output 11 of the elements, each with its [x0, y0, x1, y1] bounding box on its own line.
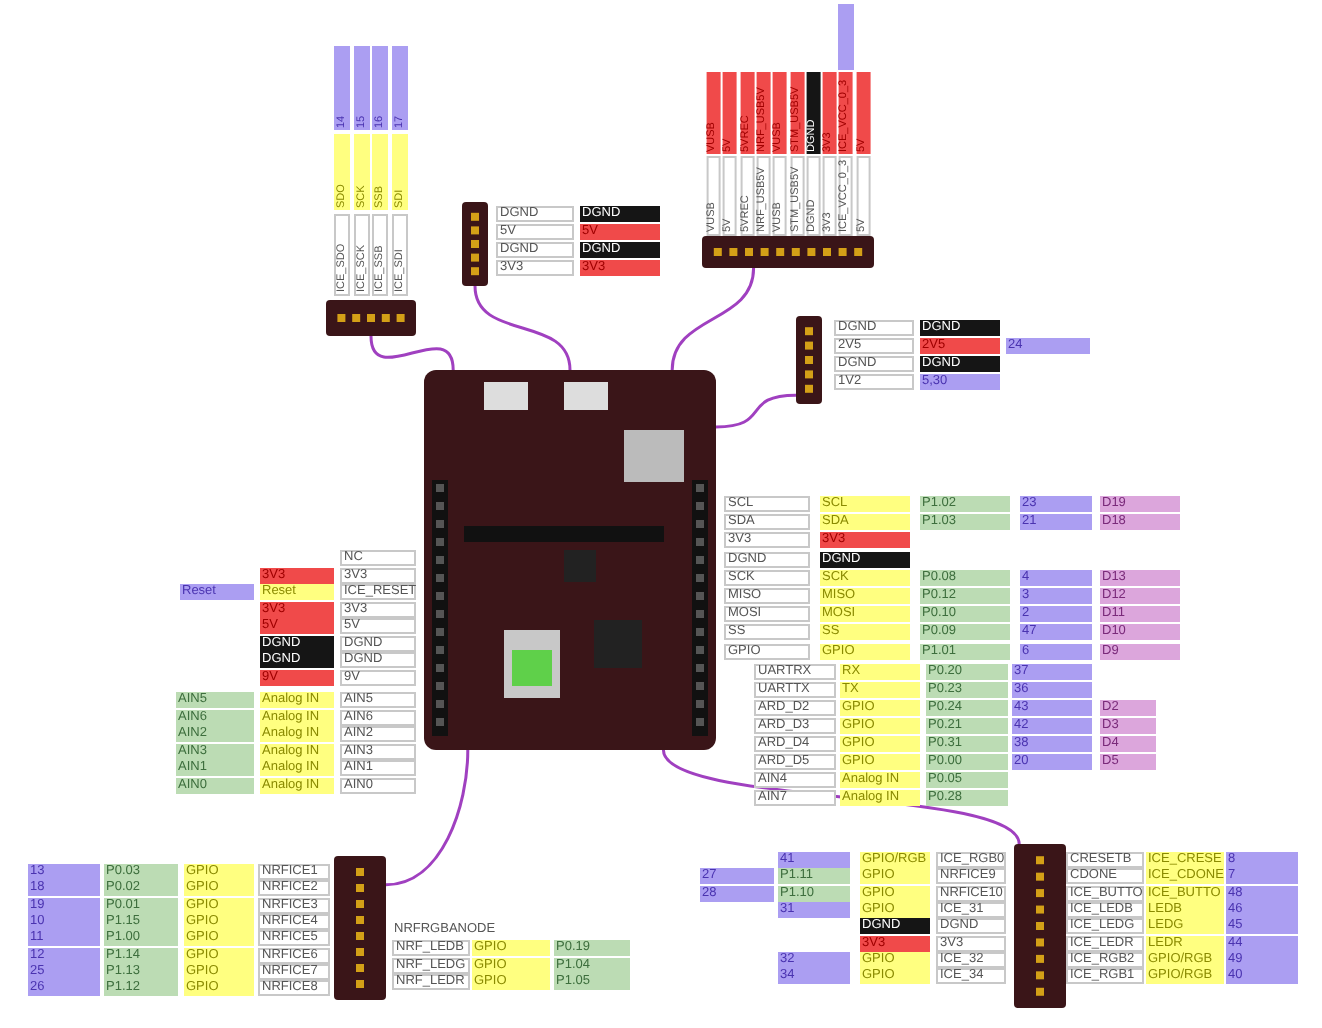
- leader-line: [385, 749, 470, 887]
- leader-line: [473, 285, 572, 371]
- leader-line: [670, 267, 756, 371]
- circuit-board-picture: [424, 370, 716, 750]
- pin-header-picture: [702, 236, 874, 268]
- pin-header-picture: [796, 316, 822, 404]
- pin-header-picture: [326, 300, 416, 336]
- pin-header-picture: [1014, 844, 1066, 1008]
- leader-line: [715, 393, 797, 429]
- pin-header-picture: [462, 202, 488, 286]
- pin-header-picture: [334, 856, 386, 1000]
